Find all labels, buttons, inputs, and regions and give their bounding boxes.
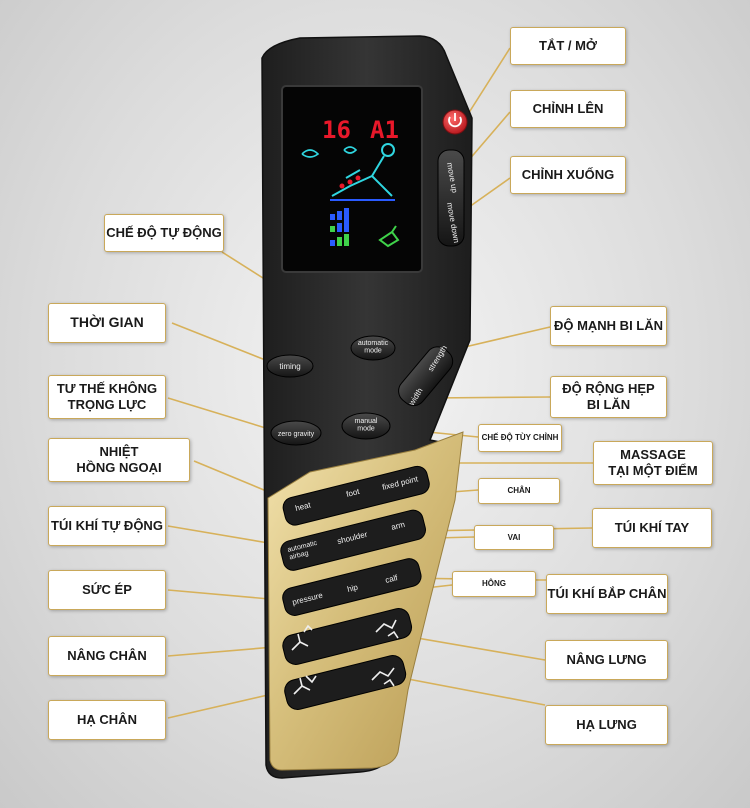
strength-bars-icon [330, 208, 349, 246]
leader-back-down [391, 675, 546, 706]
label-arm: TÚI KHÍ TAY [592, 508, 712, 548]
label-move-down: CHỈNH XUỐNG [510, 156, 626, 194]
back-raise-button[interactable] [375, 619, 399, 639]
foot-button[interactable]: foot [345, 487, 361, 499]
label-width: ĐỘ RỘNG HẸP BI LĂN [550, 376, 667, 418]
label-foot: CHÂN [478, 478, 560, 504]
label-zero-gravity: TƯ THẾ KHÔNG TRỌNG LỰC [48, 375, 166, 419]
calf-label: calf [384, 573, 399, 585]
label-power: TẮT / MỞ [510, 27, 626, 65]
label-back-down: HẠ LƯNG [545, 705, 668, 745]
button-row-4 [282, 608, 413, 665]
lcd-number: 16 [322, 116, 351, 144]
leader-power [462, 47, 511, 123]
foot-label: foot [345, 487, 361, 499]
lcd-program: A1 [370, 116, 399, 144]
hip-button[interactable]: hip [346, 582, 359, 593]
button-row-3 [282, 558, 422, 616]
label-leg-down: HẠ CHÂN [48, 700, 166, 740]
label-strength: ĐỘ MẠNH BI LĂN [550, 306, 667, 346]
button-row-2 [280, 509, 426, 571]
back-raise-icon [375, 619, 399, 639]
arm-label: arm [390, 520, 406, 532]
leader-timing [171, 322, 279, 366]
zero-gravity-button[interactable]: zero gravity [270, 420, 322, 446]
leg-raise-button[interactable] [291, 624, 313, 651]
timing-label: timing [279, 362, 300, 371]
label-airbag: TÚI KHÍ TỰ ĐỘNG [48, 506, 166, 546]
label-shoulder: VAI [474, 525, 554, 550]
label-manual-mode: CHẾ ĐỘ TÙY CHỈNH [478, 424, 562, 452]
hip-label: hip [346, 582, 359, 593]
label-leg-up: NÂNG CHÂN [48, 636, 166, 676]
power-icon [448, 116, 462, 128]
label-back-up: NÂNG LƯNG [545, 640, 668, 680]
leader-width [429, 396, 551, 399]
label-fixed-point: MASSAGE TẠI MỘT ĐIỂM [593, 441, 713, 485]
label-hip: HÔNG [452, 571, 536, 597]
move-rocker: move up move down [437, 149, 465, 247]
heat-button[interactable]: heat [294, 500, 312, 513]
arm-button[interactable]: arm [390, 520, 406, 532]
label-pressure: SỨC ÉP [48, 570, 166, 610]
label-move-up: CHỈNH LÊN [510, 90, 626, 128]
label-calf: TÚI KHÍ BẮP CHÂN [546, 574, 668, 614]
back-lower-icon [371, 667, 395, 687]
power-button[interactable] [442, 109, 468, 135]
timing-button[interactable]: timing [266, 354, 314, 378]
strength-width-rocker [398, 346, 454, 407]
lcd-screen [281, 85, 423, 273]
zero-gravity-label: zero gravity [278, 431, 315, 438]
leg-lower-button[interactable] [293, 675, 317, 695]
massage-figure-icon [330, 143, 395, 201]
calf-button[interactable]: calf [384, 573, 399, 585]
zero-gravity-icon [378, 225, 400, 248]
label-timing: THỜI GIAN [48, 303, 166, 343]
massage-point-icon [339, 175, 361, 189]
label-heat: NHIỆT HỒNG NGOẠI [48, 438, 190, 482]
button-row-1 [282, 465, 430, 526]
leg-raise-icon [291, 624, 313, 651]
leg-lower-icon [293, 675, 317, 695]
back-lower-button[interactable] [371, 667, 395, 687]
heat-label: heat [294, 500, 312, 513]
leader-zero-gravity [167, 397, 283, 434]
label-auto-mode: CHẾ ĐỘ TỰ ĐỘNG [104, 214, 224, 252]
hands-icon [301, 146, 358, 158]
button-row-5 [284, 655, 407, 710]
